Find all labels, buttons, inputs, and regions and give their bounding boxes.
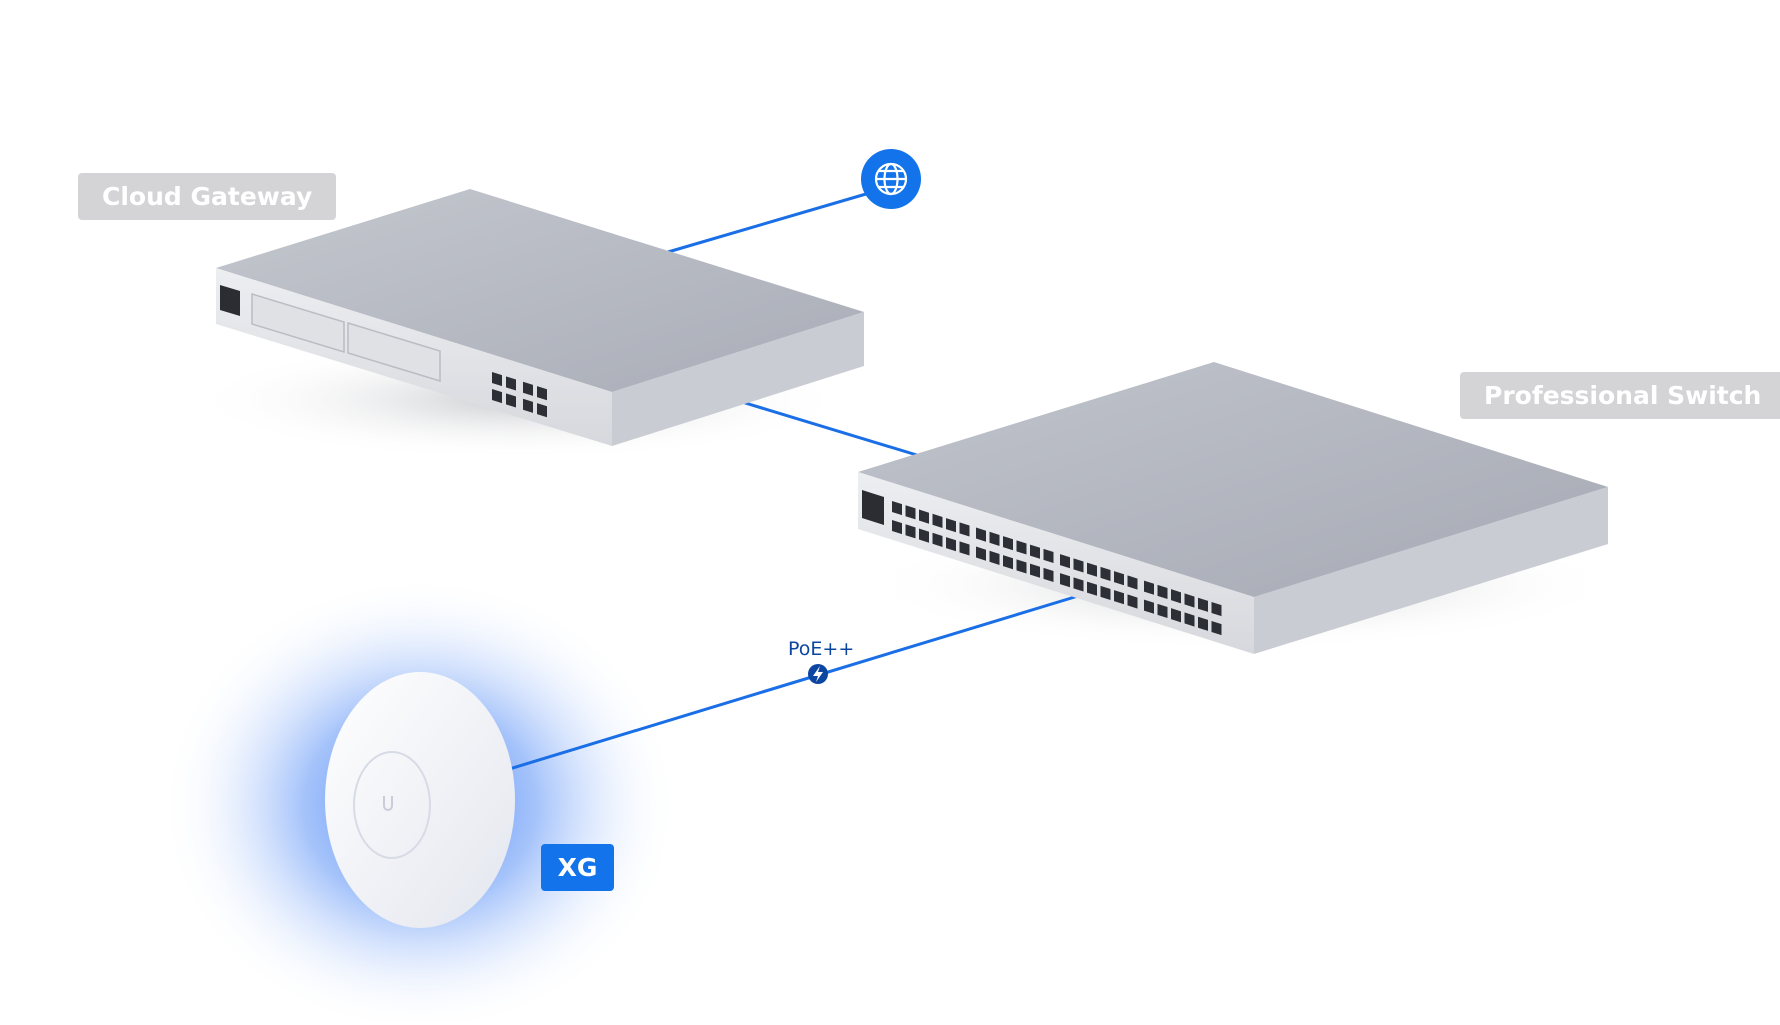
professional-switch-label: Professional Switch — [1460, 372, 1780, 419]
switch-port — [959, 541, 970, 556]
gateway-power-button — [220, 285, 240, 316]
switch-port — [1127, 575, 1138, 590]
cloud-gateway-label: Cloud Gateway — [78, 173, 337, 220]
switch-port — [989, 550, 1000, 565]
gateway-drive-bay-1 — [251, 292, 345, 354]
switch-port — [932, 532, 943, 547]
access-point-badge: XG — [541, 844, 614, 891]
switch-port — [1171, 608, 1181, 623]
gateway-side — [612, 312, 864, 446]
switch-port — [1157, 584, 1168, 600]
gateway-port — [492, 372, 502, 387]
gateway-port-grid — [492, 372, 547, 418]
switch-port — [1043, 548, 1054, 564]
gateway-top — [216, 189, 864, 392]
cloud-gateway-device — [216, 189, 864, 446]
gateway-port — [523, 398, 533, 413]
switch-port — [976, 546, 986, 561]
switch-port — [946, 518, 956, 533]
switch-port — [1043, 567, 1054, 583]
switch-port — [1211, 620, 1222, 636]
switch-port — [1157, 603, 1168, 619]
switch-port — [932, 513, 943, 528]
switch-port — [1184, 612, 1195, 627]
switch-port — [1211, 601, 1222, 617]
switch-port — [1184, 593, 1195, 608]
switch-port — [946, 537, 956, 552]
internet-node — [861, 149, 921, 209]
link-switch-access-point — [505, 594, 1079, 772]
switch-port — [905, 524, 916, 539]
switch-port — [1060, 573, 1070, 588]
switch-port — [1016, 559, 1027, 574]
switch-port — [1003, 536, 1013, 551]
access-point-device — [325, 672, 515, 928]
switch-port — [1144, 580, 1154, 595]
switch-port — [1087, 581, 1097, 596]
switch-port — [1030, 563, 1040, 578]
switch-port — [1003, 555, 1013, 570]
switch-port — [919, 509, 929, 524]
switch-port — [1198, 616, 1208, 631]
switch-port — [1100, 585, 1111, 601]
switch-console — [862, 490, 884, 525]
globe-icon — [874, 162, 908, 196]
gateway-port — [537, 403, 547, 418]
access-point-body — [325, 672, 515, 928]
gateway-drive-bay-2 — [347, 321, 441, 383]
switch-port — [1171, 589, 1181, 604]
switch-port — [989, 531, 1000, 546]
link-gateway-switch — [741, 400, 921, 458]
switch-port — [892, 520, 902, 535]
gateway-port — [506, 393, 516, 408]
switch-port — [959, 522, 970, 537]
switch-port — [919, 528, 929, 543]
switch-port — [1198, 597, 1208, 612]
switch-port — [1114, 590, 1124, 605]
switch-port — [1060, 554, 1070, 569]
switch-port — [1127, 594, 1138, 609]
access-point-logo-icon — [383, 796, 393, 811]
gateway-port — [537, 386, 547, 401]
switch-port — [1073, 558, 1084, 573]
switch-port — [1100, 566, 1111, 582]
switch-port — [1114, 571, 1124, 586]
switch-port — [1144, 599, 1154, 614]
switch-front — [858, 472, 1254, 654]
switch-port-grid — [892, 501, 1222, 636]
professional-switch-device — [858, 362, 1608, 654]
switch-side — [1254, 487, 1608, 654]
switch-port — [1030, 544, 1040, 559]
poe-marker — [808, 664, 828, 684]
switch-port — [1073, 577, 1084, 592]
switch-port — [905, 505, 916, 520]
gateway-port — [506, 376, 516, 391]
link-internet-gateway — [667, 192, 867, 254]
poe-link-label: PoE++ — [788, 638, 855, 660]
switch-port — [892, 501, 902, 516]
switch-port — [1087, 562, 1097, 577]
switch-top — [858, 362, 1608, 597]
switch-port — [976, 527, 986, 542]
lightning-bolt-icon — [813, 666, 823, 682]
access-point-ring — [353, 751, 431, 859]
gateway-port — [523, 381, 533, 396]
switch-port — [1016, 540, 1027, 555]
gateway-port — [492, 389, 502, 404]
